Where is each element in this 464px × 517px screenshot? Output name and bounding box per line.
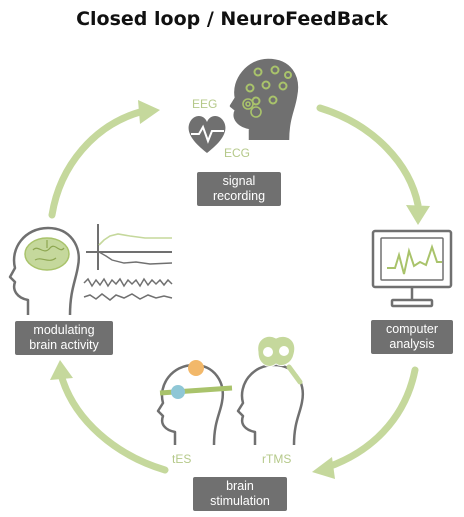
modulating-brain-activity-line1: modulating (33, 323, 95, 337)
eeg-label: EEG (192, 97, 218, 111)
rtms-head-icon (236, 363, 305, 446)
modulating-brain-activity-box: modulating brain activity (15, 321, 113, 355)
tes-band (159, 385, 233, 396)
ecg-label: ECG (224, 146, 251, 160)
signal-recording-line1: signal (222, 174, 256, 188)
monitor-waveform (387, 243, 442, 275)
cycle-arrowheads (50, 100, 430, 479)
brain-head-icon (8, 226, 80, 316)
brain-stimulation-line1: brain (226, 479, 254, 493)
tes-head-icon (156, 363, 225, 446)
computer-analysis-box: computer analysis (371, 320, 453, 354)
rtms-label: rTMS (262, 452, 292, 466)
cycle-arrow-icon (48, 104, 422, 474)
tes-label: tES (172, 452, 192, 466)
computer-monitor-icon (371, 229, 453, 308)
heart-ecg-icon (188, 116, 226, 153)
rtms-coil-icon (257, 335, 303, 385)
brain-stimulation-line2: stimulation (210, 494, 270, 508)
eeg-head-icon (229, 58, 299, 141)
signal-recording-box: signal recording (197, 172, 281, 206)
tes-electrode-side (171, 385, 185, 399)
modulating-brain-activity-line2: brain activity (29, 338, 99, 352)
diagram-title: Closed loop / NeuroFeedBack (76, 8, 388, 30)
signal-waveforms-icon (83, 224, 173, 301)
brain-stimulation-box: brain stimulation (193, 477, 287, 511)
computer-analysis-line2: analysis (389, 337, 435, 351)
computer-analysis-line1: computer (385, 322, 439, 336)
eeg-ear-sensor (242, 98, 262, 118)
signal-recording-line2: recording (212, 189, 266, 203)
tes-electrode-top (188, 360, 204, 376)
